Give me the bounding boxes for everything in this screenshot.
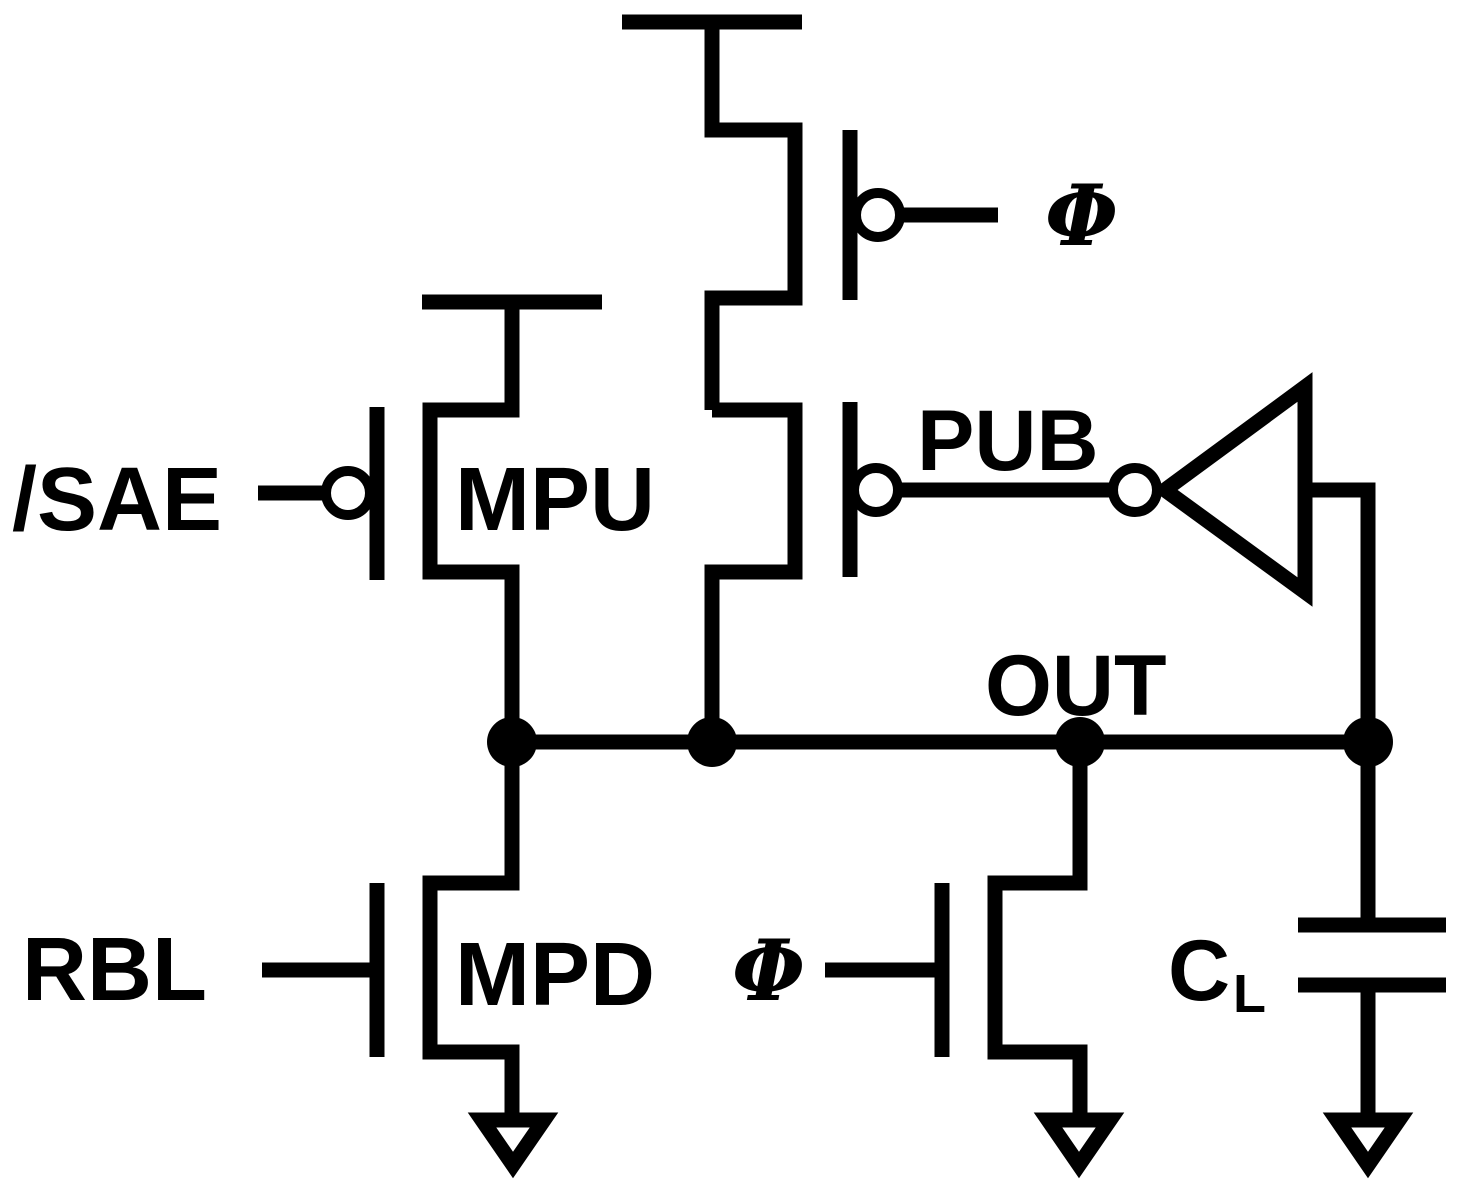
- junction-dot: [1343, 717, 1393, 767]
- mpu-transistor: [258, 302, 520, 742]
- cl-label: C: [1168, 923, 1230, 1019]
- junction-dot: [687, 717, 737, 767]
- phi-top-label: Φ: [1045, 166, 1118, 265]
- rbl-label: RBL: [22, 920, 207, 1020]
- pmos-pub-transistor: [704, 402, 1112, 742]
- out-label: OUT: [985, 638, 1167, 734]
- cl-subscript: L: [1233, 964, 1266, 1024]
- nmos-phi-transistor: [825, 742, 1088, 1115]
- ground-icon: [1033, 1112, 1125, 1179]
- sae-label: /SAE: [12, 450, 222, 550]
- ground-icon: [1322, 1112, 1414, 1179]
- pub-label: PUB: [917, 393, 1099, 489]
- mpu-label: MPU: [455, 450, 655, 550]
- pmos-phi-transistor: [704, 22, 998, 410]
- junction-dot: [1055, 717, 1105, 767]
- load-capacitor: [1298, 742, 1446, 1115]
- inverter: [1108, 372, 1376, 742]
- junction-dot: [487, 717, 537, 767]
- ground-icon: [467, 1112, 559, 1179]
- mpd-label: MPD: [455, 925, 655, 1025]
- phi-bottom-label: Φ: [732, 921, 805, 1020]
- mpd-transistor: [262, 742, 520, 1115]
